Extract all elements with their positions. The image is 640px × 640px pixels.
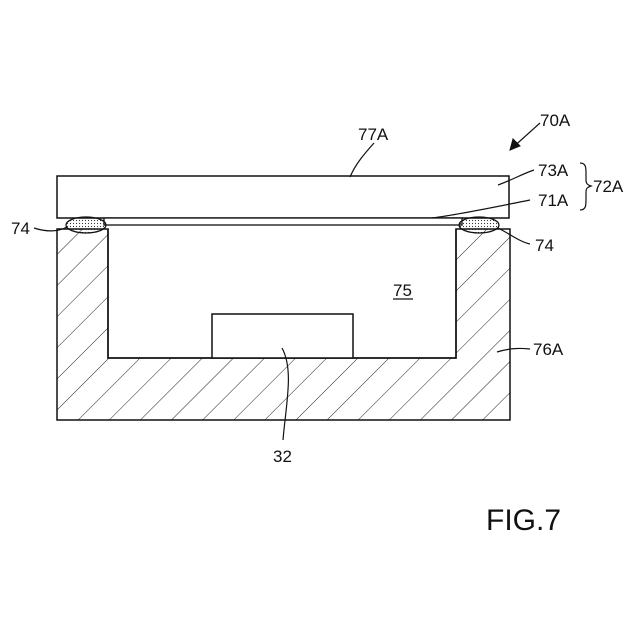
- label-72A: 72A: [593, 177, 624, 196]
- label-70A: 70A: [540, 111, 571, 130]
- seal-right: [459, 217, 499, 233]
- label-74-left: 74: [11, 219, 30, 238]
- label-77A: 77A: [358, 125, 389, 144]
- label-73A: 73A: [538, 161, 569, 180]
- chip-block: [212, 314, 353, 358]
- figure-caption: FIG.7: [486, 504, 561, 537]
- label-74-right: 74: [535, 236, 554, 255]
- thin-layer: [104, 218, 462, 225]
- label-76A: 76A: [533, 340, 564, 359]
- device-arrow-head: [510, 139, 520, 150]
- label-32: 32: [273, 447, 292, 466]
- label-75: 75: [393, 281, 412, 300]
- group-brace: [580, 163, 591, 210]
- seal-left: [66, 217, 106, 233]
- lid-plate: [57, 176, 509, 218]
- leader-77A: [350, 143, 374, 177]
- label-71A: 71A: [538, 191, 569, 210]
